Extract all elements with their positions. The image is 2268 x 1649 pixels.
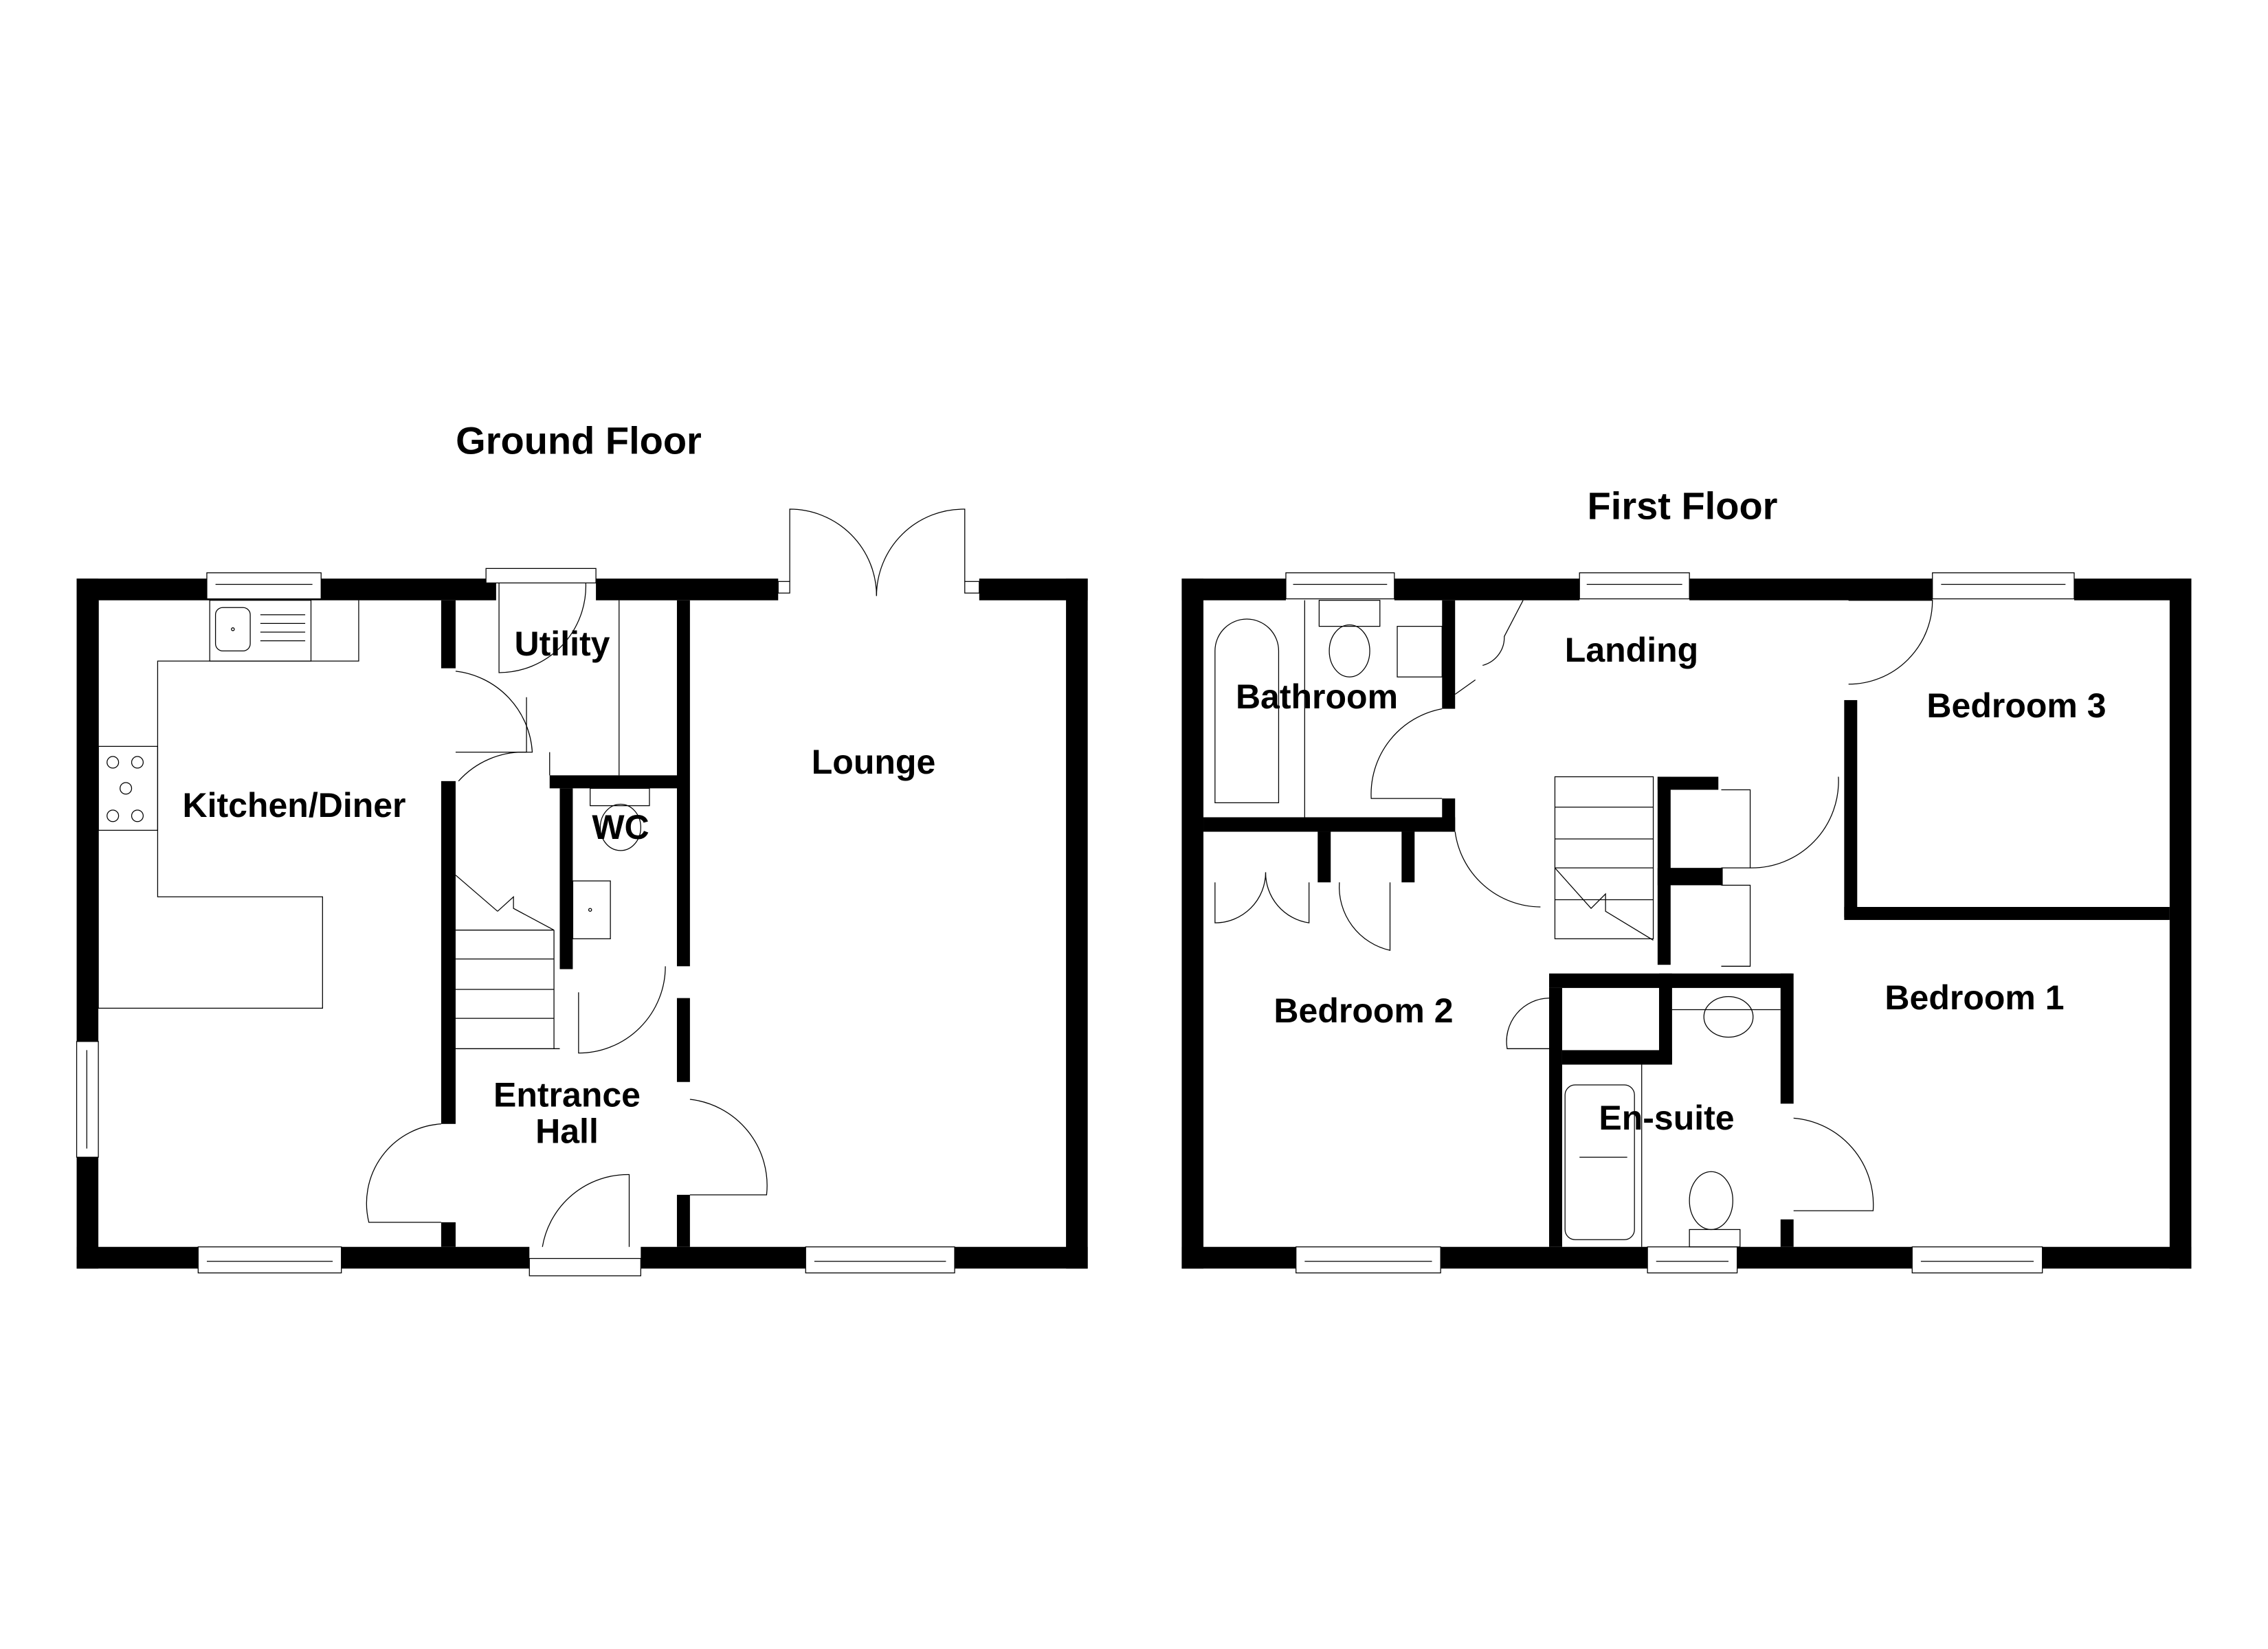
room-label-bathroom: Bathroom: [1235, 677, 1399, 716]
room-label-landing: Landing: [1564, 630, 1699, 669]
room-label-kitchen-diner: Kitchen/Diner: [182, 785, 406, 824]
ensuite-fittings: [1564, 996, 1781, 1248]
ground-floor-stairs: [455, 875, 560, 1049]
utility-external-door: [485, 568, 597, 673]
first-floor-doors: [1370, 600, 1933, 1211]
room-label-bedroom-3: Bedroom 3: [1926, 686, 2106, 725]
first-floor-plan: [1181, 572, 2192, 1274]
first-floor-title: First Floor: [1587, 484, 1778, 528]
entrance-hall-line-2: Hall: [535, 1112, 599, 1150]
entrance-hall-line-1: Entrance: [493, 1075, 641, 1114]
ground-floor-plan: [76, 508, 1088, 1277]
ground-floor-outer-walls: [76, 579, 1088, 1269]
ground-floor-windows: [76, 572, 955, 1274]
ground-floor-title: Ground Floor: [456, 418, 702, 462]
first-floor-inner-walls: [1203, 600, 2170, 1247]
front-door: [529, 1174, 641, 1277]
room-label-bedroom-1: Bedroom 1: [1885, 978, 2065, 1017]
kitchen-units: [98, 600, 359, 1009]
room-label-lounge: Lounge: [811, 742, 936, 781]
room-label-bedroom-2: Bedroom 2: [1274, 991, 1454, 1030]
ground-floor-internal-doors: [366, 671, 768, 1223]
room-label-entrance-hall: Entrance Hall: [493, 1077, 641, 1149]
room-label-wc: WC: [592, 807, 649, 846]
bathroom-fittings: [1214, 600, 1443, 818]
wardrobe-doors: [1214, 789, 1751, 967]
first-floor-stairs: [1554, 776, 1654, 941]
room-label-utility: Utility: [514, 624, 610, 663]
room-label-en-suite: En-suite: [1599, 1098, 1735, 1137]
lounge-french-doors: [777, 508, 980, 596]
utility-wc-fittings: [549, 600, 650, 939]
first-floor-outer-walls: [1181, 579, 2192, 1269]
first-floor-windows: [1285, 572, 2075, 1274]
ground-floor-inner-walls: [441, 600, 690, 1247]
